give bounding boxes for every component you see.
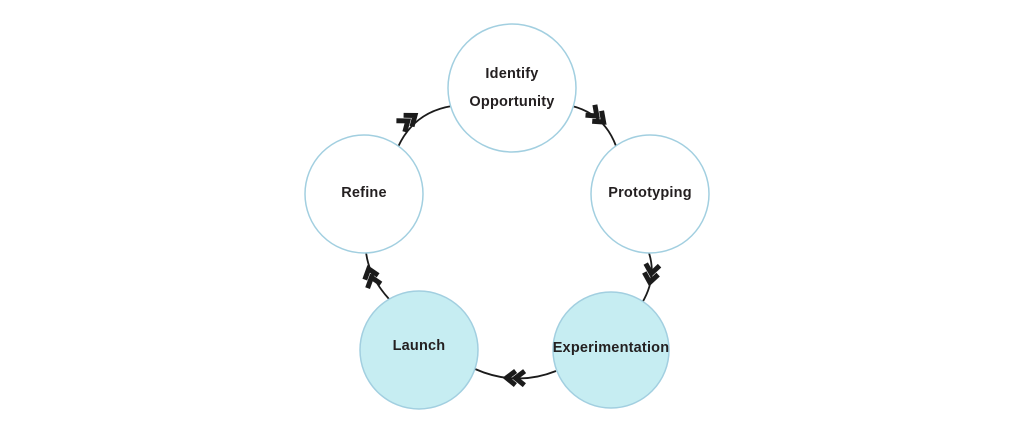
chevron-front — [362, 264, 380, 281]
arrowhead-refine-to-identify-opportunity-icon — [396, 112, 419, 133]
node-identify-opportunity-label-line2: Opportunity — [469, 94, 554, 110]
arrowhead-identify-opportunity-to-prototyping-icon — [585, 104, 607, 125]
chevron-back — [396, 118, 412, 133]
edge-refine-to-identify-opportunity — [397, 105, 453, 148]
chevron-back — [511, 369, 527, 388]
chevron-front — [502, 369, 518, 387]
node-refine — [304, 134, 424, 254]
node-launch — [359, 290, 479, 410]
node-prototyping-label: Prototyping — [608, 185, 692, 201]
node-identify-opportunity-label-line1: Identify — [485, 66, 538, 82]
arrowhead-launch-to-refine-icon — [362, 264, 383, 289]
node-experimentation-label: Experimentation — [553, 340, 670, 356]
node-launch-label: Launch — [393, 338, 446, 354]
node-experimentation — [552, 291, 670, 409]
chevron-back — [585, 104, 600, 119]
chevron-front — [403, 112, 419, 128]
chevron-front — [642, 271, 660, 287]
arrowhead-prototyping-to-experimentation-icon — [642, 262, 662, 287]
chevron-back — [365, 273, 383, 289]
node-prototyping — [590, 134, 710, 254]
chevron-back — [643, 262, 662, 278]
node-identify-opportunity — [447, 23, 577, 153]
arrowhead-experimentation-to-launch-icon — [502, 369, 527, 388]
chevron-front — [592, 110, 607, 125]
node-refine-label: Refine — [341, 185, 387, 201]
